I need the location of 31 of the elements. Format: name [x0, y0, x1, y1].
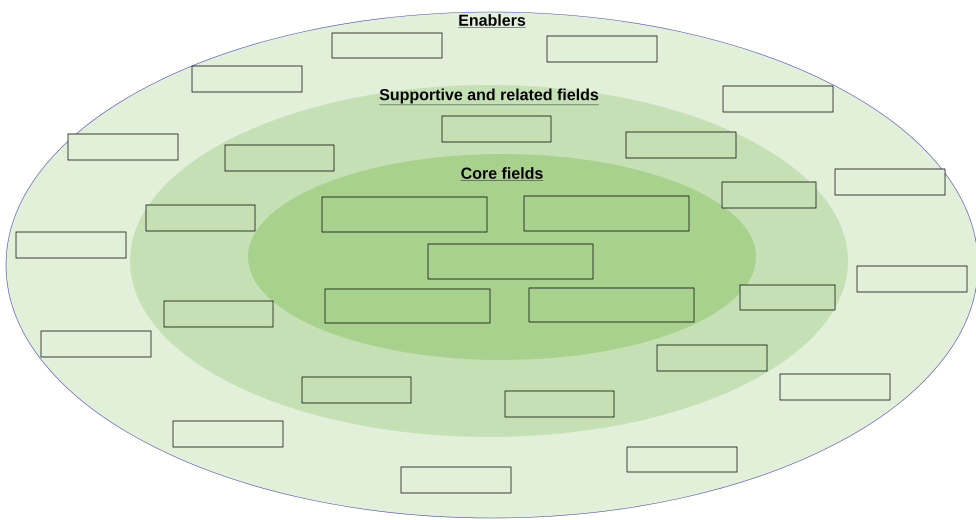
- empty-box: [332, 32, 442, 58]
- empty-box: [504, 390, 614, 418]
- empty-box: [626, 446, 738, 472]
- empty-box: [528, 288, 694, 322]
- empty-box: [172, 420, 284, 448]
- empty-box: [16, 232, 126, 258]
- empty-box: [546, 36, 658, 62]
- empty-box: [224, 144, 334, 172]
- heading: Core fields: [460, 167, 544, 180]
- empty-box: [656, 344, 768, 372]
- heading: Enablers: [458, 14, 526, 28]
- empty-box: [780, 374, 890, 400]
- empty-box: [834, 168, 946, 196]
- empty-box: [324, 288, 490, 324]
- empty-box: [428, 244, 594, 280]
- empty-box: [524, 196, 690, 232]
- empty-box: [400, 466, 512, 494]
- empty-box: [442, 116, 552, 142]
- empty-box: [146, 204, 256, 232]
- empty-box: [40, 330, 152, 358]
- empty-box: [856, 266, 968, 292]
- empty-box: [192, 66, 302, 92]
- empty-box: [626, 132, 736, 158]
- heading: Supportive and related fields: [379, 88, 599, 106]
- empty-box: [722, 86, 834, 112]
- empty-box: [740, 284, 836, 310]
- empty-box: [68, 134, 178, 160]
- empty-box: [164, 300, 274, 328]
- empty-box: [322, 196, 488, 232]
- empty-box: [722, 182, 816, 208]
- empty-box: [302, 376, 412, 404]
